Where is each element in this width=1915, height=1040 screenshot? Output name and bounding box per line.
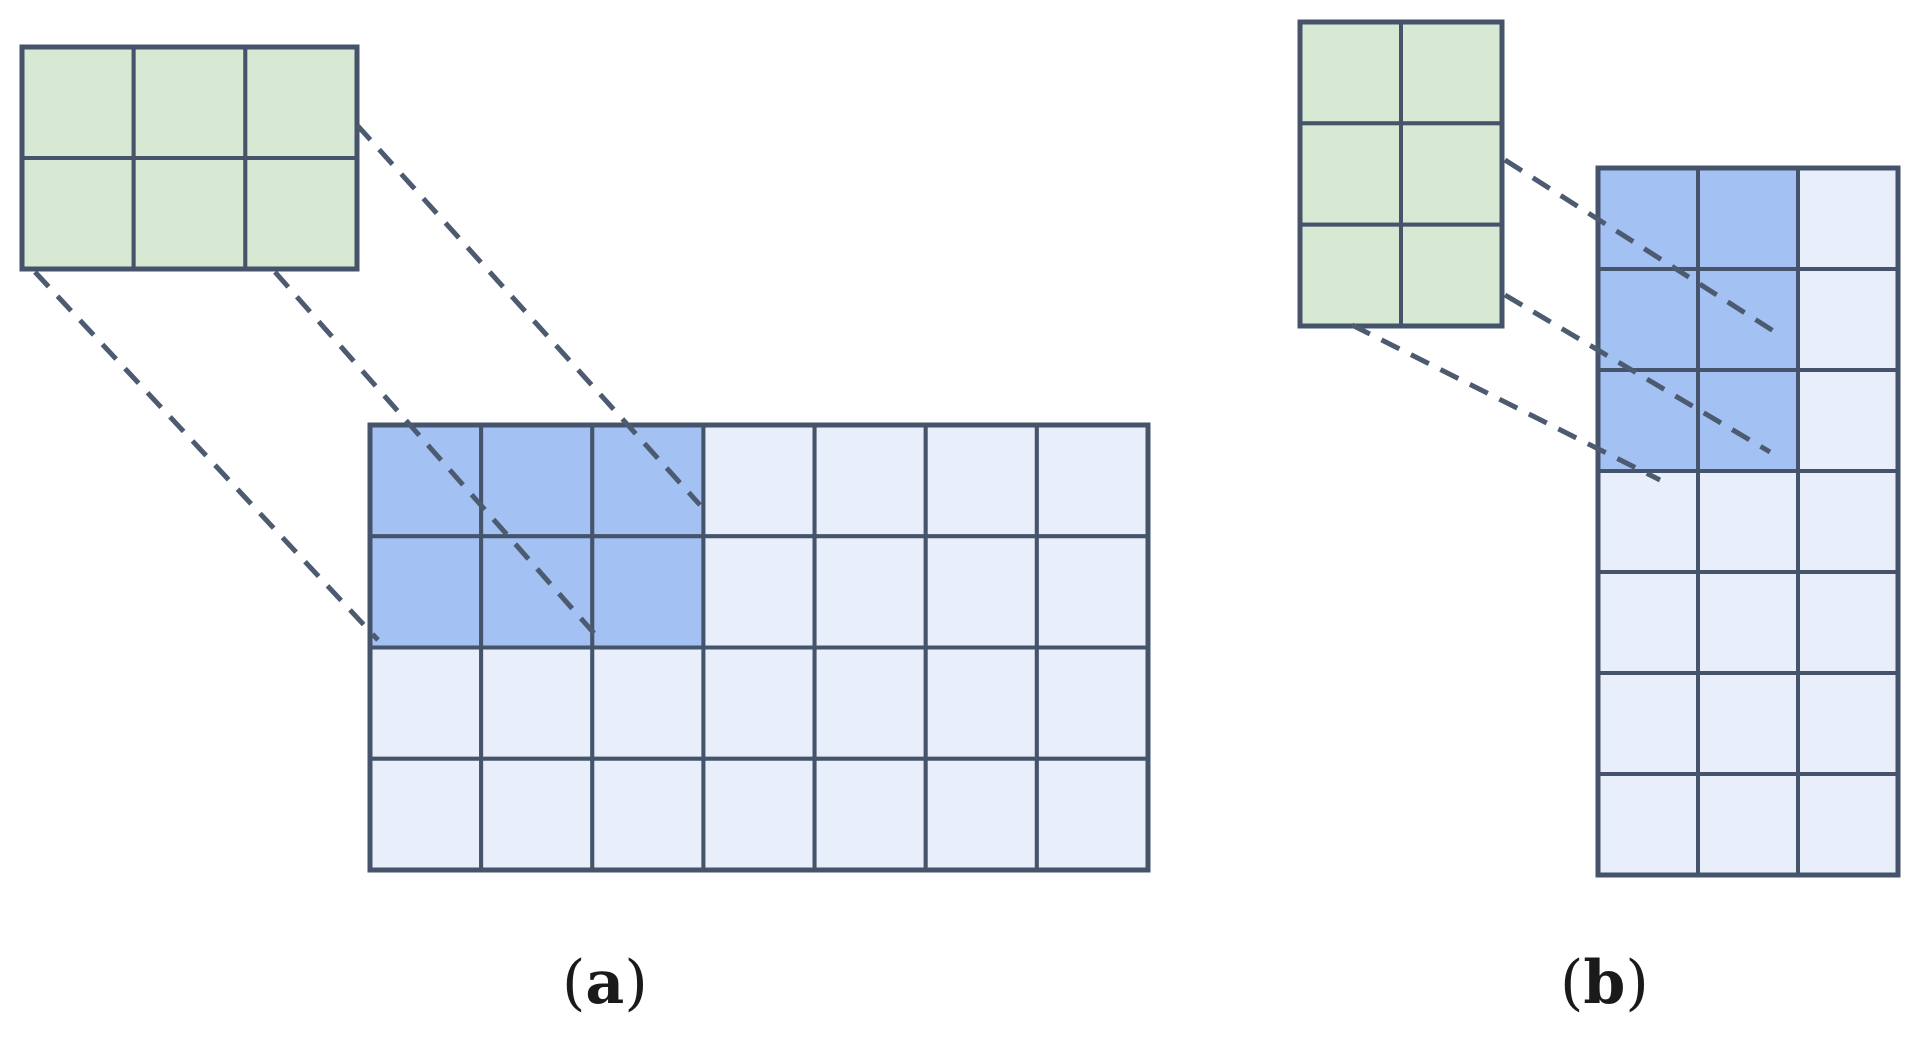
panel-b-input-cell <box>1796 570 1900 675</box>
panel-b-input-border <box>1595 165 1901 878</box>
panel-b-kernel-cell <box>1399 20 1504 126</box>
caption-b: (b) <box>1560 948 1649 1018</box>
panel-a-projection-line <box>33 270 380 642</box>
panel-b-input-cell <box>1796 166 1900 271</box>
panel-a-kernel-cell <box>131 45 248 160</box>
panel-b-input-cell <box>1796 772 1900 877</box>
panel-a-kernel-cell <box>243 45 359 160</box>
caption-a-close: ) <box>624 948 648 1018</box>
panel-a-input-cell <box>812 534 928 650</box>
panel-b-projection-line <box>1350 322 1662 483</box>
panel-a-input-cell <box>701 534 817 650</box>
caption-a-letter: a <box>585 948 625 1018</box>
panel-a-input-border <box>367 422 1151 873</box>
panel-b-input-cell <box>1796 469 1900 574</box>
panel-a-input-cell <box>1034 645 1151 761</box>
panel-b-input-cell <box>1796 267 1900 372</box>
panel-a-input-highlight-cell <box>368 423 484 539</box>
panel-b-kernel-cell <box>1298 222 1403 329</box>
panel-a-projection-line <box>273 270 602 642</box>
panel-a-input-cell <box>701 645 817 761</box>
panel-a-input-cell <box>812 756 928 872</box>
panel-a-input-cell <box>701 423 817 539</box>
panel-b-kernel-cell <box>1399 222 1504 329</box>
panel-b-input-cell <box>1596 671 1700 776</box>
caption-b-letter: b <box>1583 948 1626 1018</box>
panel-b-input-highlight-cell <box>1696 267 1800 372</box>
panel-a-input-cell <box>923 423 1039 539</box>
panel-b <box>1297 19 1901 878</box>
panel-a-input-cell <box>368 645 484 761</box>
panel-b-input-cell <box>1696 570 1800 675</box>
panel-b-input-cell <box>1596 469 1700 574</box>
panel-a-projection-line <box>355 123 702 507</box>
caption-a-open: ( <box>562 948 586 1018</box>
panel-b-input-cell <box>1696 772 1800 877</box>
caption-b-open: ( <box>1560 948 1584 1018</box>
panel-a-kernel-cell <box>20 45 136 160</box>
panel-a-kernel-cell <box>20 156 136 271</box>
panel-b-input-highlight-cell <box>1596 267 1700 372</box>
panel-a-input-cell <box>923 645 1039 761</box>
panel-a-input-highlight-cell <box>479 534 595 650</box>
panel-a-input-cell <box>479 645 595 761</box>
panel-b-kernel-border <box>1297 19 1505 329</box>
panel-b-input-cell <box>1796 671 1900 776</box>
panel-a <box>19 44 1151 873</box>
panel-a-kernel-border <box>19 44 360 272</box>
panel-a-input-cell <box>590 756 706 872</box>
panel-a-input-cell <box>368 756 484 872</box>
panel-b-input-cell <box>1596 772 1700 877</box>
panel-b-input-cell <box>1596 570 1700 675</box>
panel-a-input-cell <box>812 423 928 539</box>
panel-b-input-cell <box>1696 469 1800 574</box>
panel-b-input-highlight-cell <box>1596 368 1700 473</box>
panel-b-input-cell <box>1796 368 1900 473</box>
panel-a-input-cell <box>1034 423 1151 539</box>
panel-a-input-highlight-cell <box>590 534 706 650</box>
panel-a-kernel-cell <box>131 156 248 271</box>
panel-a-kernel-cell <box>243 156 359 271</box>
panel-a-input-highlight-cell <box>590 423 706 539</box>
panel-b-projection-line <box>1503 157 1777 335</box>
panel-a-input-cell <box>1034 756 1151 872</box>
panel-a-input-cell <box>701 756 817 872</box>
panel-a-input-cell <box>1034 534 1151 650</box>
panel-b-projection-line <box>1503 292 1772 455</box>
caption-a: (a) <box>562 948 648 1018</box>
panel-a-input-cell <box>590 645 706 761</box>
panel-b-input-highlight-cell <box>1696 166 1800 271</box>
panel-b-kernel-cell <box>1399 121 1504 227</box>
panel-a-input-highlight-cell <box>479 423 595 539</box>
panel-a-input-cell <box>923 534 1039 650</box>
caption-b-close: ) <box>1625 948 1649 1018</box>
panel-b-kernel-cell <box>1298 121 1403 227</box>
panel-a-input-cell <box>812 645 928 761</box>
panel-a-input-cell <box>923 756 1039 872</box>
panel-a-input-highlight-cell <box>368 534 484 650</box>
panel-b-kernel-cell <box>1298 20 1403 126</box>
panel-a-input-cell <box>479 756 595 872</box>
panel-b-input-cell <box>1696 671 1800 776</box>
